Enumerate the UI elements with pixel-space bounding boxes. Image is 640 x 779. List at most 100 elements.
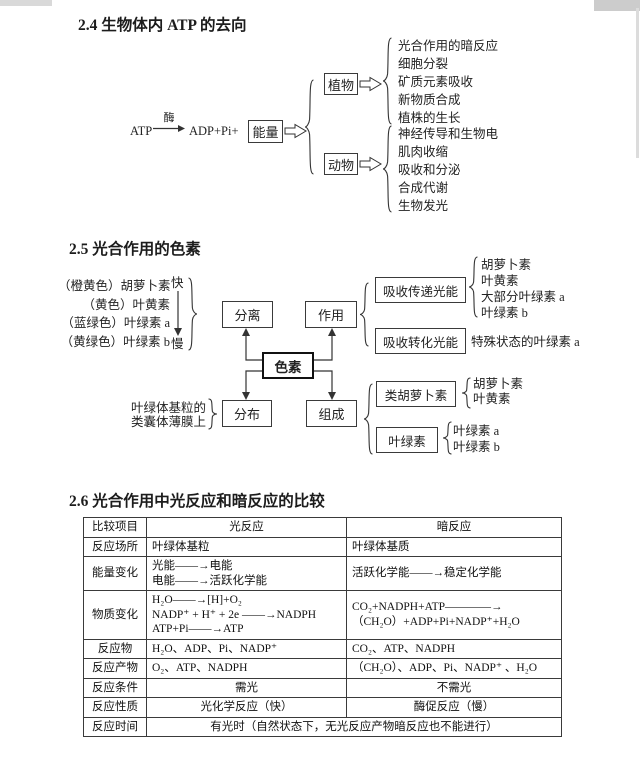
separate-box: 分离 [222,301,273,328]
light-reaction-cell: O₂、ATP、NADPH [146,658,347,679]
table-row: 反应性质 光化学反应（快） 酶促反应（慢） [83,697,562,718]
block-arrow-icon [359,156,382,172]
animal-use-item: 肌肉收缩 [398,145,449,159]
table-header-cell: 光反应 [146,517,347,538]
animal-use-item: 生物发光 [398,199,449,213]
brace [358,282,370,347]
transfer-pigments-list: 胡萝卜素 叶黄素 大部分叶绿素 a 叶绿素 b [481,257,565,321]
animal-use-item: 吸收和分泌 [398,163,461,177]
chlorophyll-item: 叶绿素 b [453,440,500,454]
table-row: 反应产物 O₂、ATP、NADPH （CH₂O）、ADP、Pi、NADP⁺ 、H… [83,658,562,679]
brace [467,256,479,318]
transfer-pigment-item: 叶黄素 [481,274,519,288]
fast-label: 快 [171,276,184,290]
carotenoid-box: 类胡萝卜素 [376,381,456,407]
pigment-color-list: （橙黄色）胡萝卜素 （黄色）叶黄素 （蓝绿色）叶绿素 a （黄绿色）叶绿素 b [58,277,171,351]
row-label-cell: 反应条件 [83,677,147,698]
brace [381,125,393,213]
table-row: 反应物 H₂O、ADP、Pi、NADP⁺ CO₂、ATP、NADPH [83,638,562,659]
table-row: 反应场所 叶绿体基粒 叶绿体基质 [83,536,562,557]
slow-label: 慢 [171,337,184,351]
plant-use-item: 细胞分裂 [398,57,449,71]
pigment-color-item: （橙黄色）胡萝卜素 [58,279,171,293]
scan-artifact-right-edge [636,8,639,158]
plant-use-item: 光合作用的暗反应 [398,39,499,53]
convert-pigment-label: 特殊状态的叶绿素 a [471,335,580,349]
dark-reaction-cell: 酶促反应（慢） [346,697,562,718]
atp-label: ATP [130,124,153,138]
section-26-title: 2.6 光合作用中光反应和暗反应的比较 [69,493,325,510]
transfer-pigment-item: 大部分叶绿素 a [481,290,565,304]
dark-reaction-cell: 活跃化学能——→稳定化学能 [346,556,562,591]
table-header-row: 比较项目 光反应 暗反应 [83,517,562,538]
light-reaction-cell: 光能——→电能 电能——→活跃化学能 [146,556,347,591]
distribution-location: 叶绿体基粒的 类囊体薄膜上 [130,401,206,429]
transfer-pigment-item: 叶绿素 b [481,306,528,320]
brace [207,398,219,430]
row-label-cell: 能量变化 [83,556,147,591]
animal-uses-list: 神经传导和生物电 肌肉收缩 吸收和分泌 合成代谢 生物发光 [398,125,498,215]
carotenoid-item: 胡萝卜素 [473,377,524,391]
row-label-cell: 反应性质 [83,697,147,718]
plant-use-item: 矿质元素吸收 [398,75,474,89]
animal-box: 动物 [324,153,358,175]
block-arrow-icon [284,123,307,139]
section-25-title: 2.5 光合作用的色素 [69,241,201,258]
energy-box: 能量 [248,120,283,143]
compose-box: 组成 [306,400,357,427]
scan-artifact-top-right [594,0,640,11]
light-reaction-cell: H₂O——→[H]+O₂ NADP⁺ + H⁺ + 2e ——→NADPH AT… [146,590,347,640]
table-header-cell: 暗反应 [346,517,562,538]
row-label-cell: 反应时间 [83,716,147,737]
pigment-color-item: （黄绿色）叶绿素 b [60,334,170,349]
row-label-cell: 物质变化 [83,590,147,640]
row-label-cell: 反应场所 [83,536,147,557]
light-reaction-cell: H₂O、ADP、Pi、NADP⁺ [146,638,347,659]
animal-use-item: 神经传导和生物电 [398,127,499,141]
chlorophyll-items-list: 叶绿素 a 叶绿素 b [453,423,500,455]
chlorophyll-item: 叶绿素 a [453,424,500,438]
absorb-transfer-box: 吸收传递光能 [375,277,466,303]
carotenoid-items-list: 胡萝卜素 叶黄素 [473,377,523,407]
light-reaction-cell: 叶绿体基粒 [146,536,347,557]
brace [381,37,393,125]
table-row: 反应条件 需光 不需光 [83,677,562,698]
enzyme-arrow: 酶 [153,112,185,132]
row-label-cell: 反应产物 [83,658,147,679]
distribute-box: 分布 [222,400,272,427]
brace [187,277,199,351]
enzyme-label: 酶 [163,112,175,124]
arrow-right-icon [153,125,185,132]
chlorophyll-box: 叶绿素 [376,427,438,453]
carotenoid-item: 叶黄素 [473,392,511,406]
plant-use-item: 新物质合成 [398,93,461,107]
dark-reaction-cell: 不需光 [346,677,562,698]
scan-artifact-top-left [0,0,52,6]
light-reaction-cell: 光化学反应（快） [146,697,347,718]
function-box: 作用 [305,301,357,328]
brace [303,79,315,175]
dark-reaction-cell: CO₂+NADPH+ATP————→ （CH₂O）+ADP+Pi+NADP⁺+H… [346,590,562,640]
spanned-cell: 有光时（自然状态下，无光反应产物暗反应也不能进行） [146,716,562,737]
plant-box: 植物 [324,73,358,95]
plant-use-item: 植株的生长 [398,111,461,125]
pigment-box: 色素 [262,352,314,379]
brace [362,383,374,455]
absorb-convert-box: 吸收转化光能 [375,328,466,354]
light-reaction-cell: 需光 [146,677,347,698]
section-24-title: 2.4 生物体内 ATP 的去向 [78,17,247,34]
block-arrow-icon [359,76,382,92]
row-label-cell: 反应物 [83,638,147,659]
animal-use-item: 合成代谢 [398,181,449,195]
pigment-color-item: （蓝绿色）叶绿素 a [61,316,170,330]
brace [460,377,472,409]
dark-reaction-cell: 叶绿体基质 [346,536,562,557]
table-row: 物质变化 H₂O——→[H]+O₂ NADP⁺ + H⁺ + 2e ——→NAD… [83,590,562,640]
dark-reaction-cell: CO₂、ATP、NADPH [346,638,562,659]
table-row: 反应时间 有光时（自然状态下，无光反应产物暗反应也不能进行） [83,716,562,737]
arrow-down-icon [174,291,182,336]
plant-uses-list: 光合作用的暗反应 细胞分裂 矿质元素吸收 新物质合成 植株的生长 [398,37,498,127]
pigment-color-item: （黄色）叶黄素 [82,297,170,312]
brace [441,421,453,455]
